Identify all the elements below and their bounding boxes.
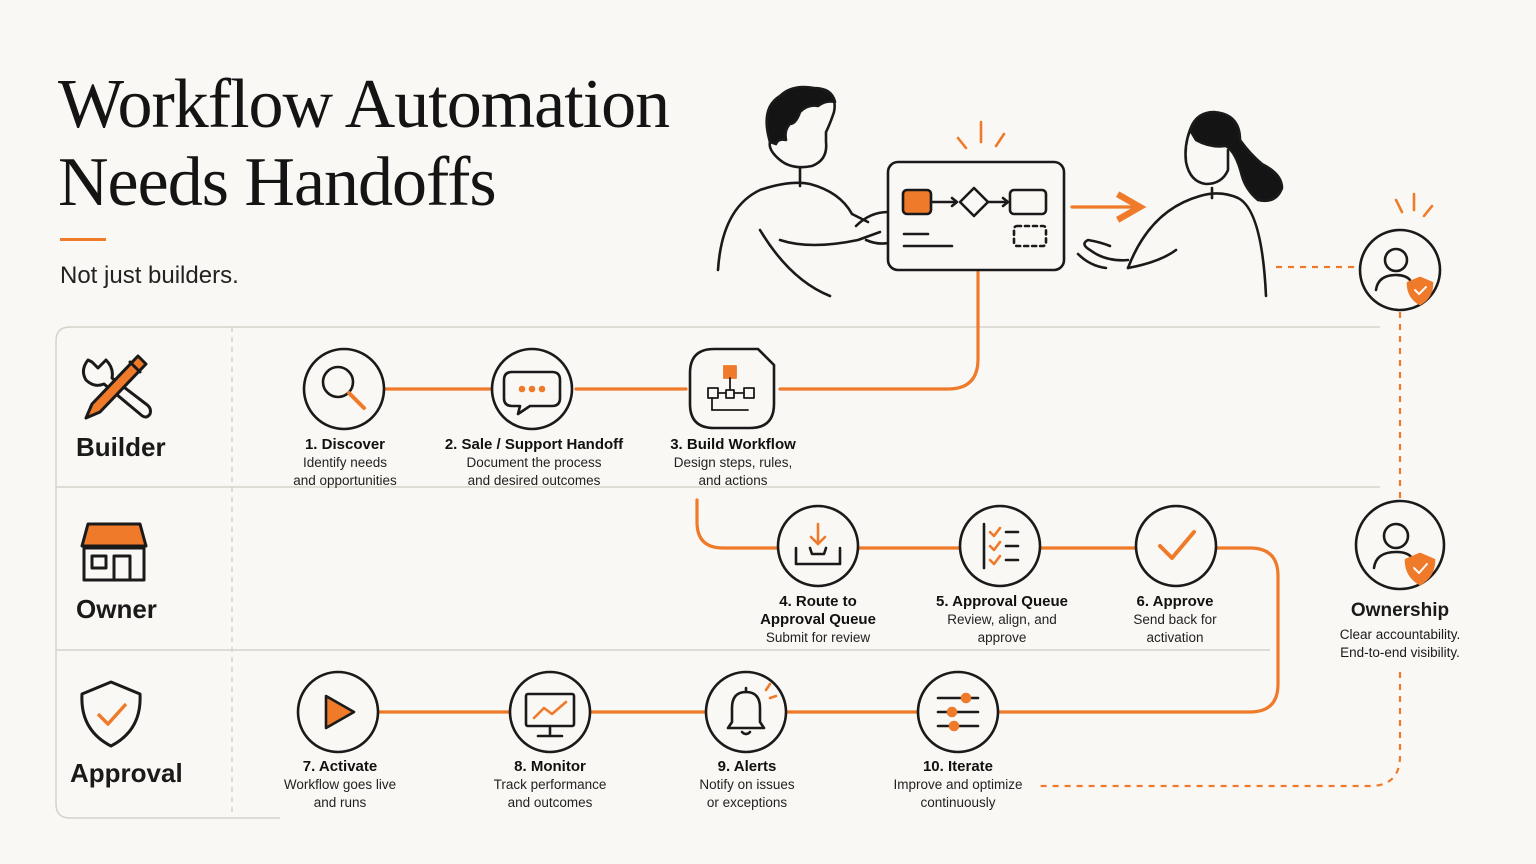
step-4-title: 4. Route to (779, 593, 857, 610)
handoff-illustration (716, 85, 1434, 298)
play-icon (324, 694, 356, 730)
step-9-desc-line2: or exceptions (706, 795, 788, 810)
step-10-desc-line1: Improve and optimize (893, 777, 1023, 792)
swimlane-frame (55, 326, 1380, 819)
ownership-block: Ownership Clear accountability. End-to-e… (1300, 600, 1500, 662)
step-7: 7. Activate Workflow goes live and runs (240, 758, 440, 812)
step-circle-9 (704, 670, 788, 754)
step-4-title-line2: Approval Queue (760, 611, 876, 628)
step-6: 6. Approve Send back for activation (1075, 593, 1275, 647)
checklist-icon (982, 522, 1020, 570)
chat-bubble-icon (502, 370, 562, 416)
step-circle-6 (1134, 504, 1218, 588)
lane-label-approval: Approval (70, 758, 183, 788)
step-circle-1 (302, 347, 386, 431)
step-circles (296, 228, 1446, 754)
lane-label-owner: Owner (76, 594, 157, 624)
step-5-title: 5. Approval Queue (936, 593, 1068, 610)
user-shield-icon (1372, 522, 1436, 586)
title-line-2: Needs Handoffs (58, 144, 497, 221)
step-8-desc-line1: Track performance (493, 777, 607, 792)
step-circle-3 (688, 347, 776, 430)
step-1-desc-line2: and opportunities (293, 473, 397, 488)
step-5-desc-line1: Review, align, and (947, 612, 1057, 627)
step-10: 10. Iterate Improve and optimize continu… (858, 758, 1058, 812)
title-line-1: Workflow Automation (58, 66, 670, 143)
step-circle-5 (958, 504, 1042, 588)
step-4-desc-line1: Submit for review (765, 630, 871, 645)
bell-icon (726, 682, 778, 736)
storefront-icon (80, 522, 148, 582)
ownership-connectors (1040, 265, 1402, 788)
step-6-title: 6. Approve (1136, 593, 1214, 610)
step-10-title: 10. Iterate (922, 758, 994, 775)
user-shield-top-icon (1374, 247, 1434, 306)
step-10-desc-line2: continuously (920, 795, 996, 810)
ownership-desc-line1: Clear accountability. (1339, 627, 1461, 642)
step-6-desc-line1: Send back for (1133, 612, 1217, 627)
step-3-title: 3. Build Workflow (670, 436, 796, 453)
step-2: 2. Sale / Support Handoff Document the p… (434, 436, 634, 490)
step-3-desc-line2: and actions (698, 473, 768, 488)
lane-label-builder: Builder (76, 432, 166, 462)
step-9-title: 9. Alerts (717, 758, 777, 775)
step-1-title: 1. Discover (304, 436, 386, 453)
step-1-desc-line1: Identify needs (302, 455, 388, 470)
monitor-chart-icon (524, 692, 576, 738)
ownership-title: Ownership (1350, 600, 1450, 621)
ownership-desc-line2: End-to-end visibility. (1340, 645, 1460, 660)
step-8: 8. Monitor Track performance and outcome… (450, 758, 650, 812)
step-circle-4 (776, 504, 860, 588)
page-subtitle: Not just builders. (60, 262, 239, 289)
page-title: Workflow Automation Needs Handoffs (58, 66, 670, 222)
step-4: 4. Route to Approval Queue Submit for re… (718, 593, 918, 647)
step-3: 3. Build Workflow Design steps, rules, a… (633, 436, 833, 490)
title-accent-rule (60, 238, 106, 241)
flow-connectors (376, 207, 1280, 714)
magnifier-icon (321, 365, 366, 410)
step-6-desc-line2: activation (1146, 630, 1204, 645)
step-7-title: 7. Activate (302, 758, 378, 775)
step-1: 1. Discover Identify needs and opportuni… (245, 436, 445, 490)
owner-person-illustration (1076, 110, 1284, 298)
builder-person-illustration (716, 85, 894, 298)
step-2-desc-line2: and desired outcomes (467, 473, 601, 488)
inbox-download-icon (794, 522, 842, 566)
sliders-icon (936, 692, 980, 732)
step-9: 9. Alerts Notify on issues or exceptions (647, 758, 847, 812)
step-3-desc-line1: Design steps, rules, (673, 455, 793, 470)
shield-check-icon (80, 680, 142, 748)
wrench-pencil-icon (81, 354, 152, 420)
step-7-desc-line1: Workflow goes live (283, 777, 397, 792)
step-8-title: 8. Monitor (514, 758, 586, 775)
workflow-board-illustration (886, 120, 1066, 272)
checkmark-icon (1158, 530, 1196, 560)
step-7-desc-line2: and runs (313, 795, 367, 810)
step-5: 5. Approval Queue Review, align, and app… (902, 593, 1102, 647)
step-8-desc-line2: and outcomes (507, 795, 593, 810)
step-2-title: 2. Sale / Support Handoff (444, 436, 624, 453)
flow-document-icon (707, 365, 755, 411)
step-9-desc-line1: Notify on issues (699, 777, 795, 792)
step-5-desc-line2: approve (977, 630, 1027, 645)
step-2-desc-line1: Document the process (466, 455, 602, 470)
